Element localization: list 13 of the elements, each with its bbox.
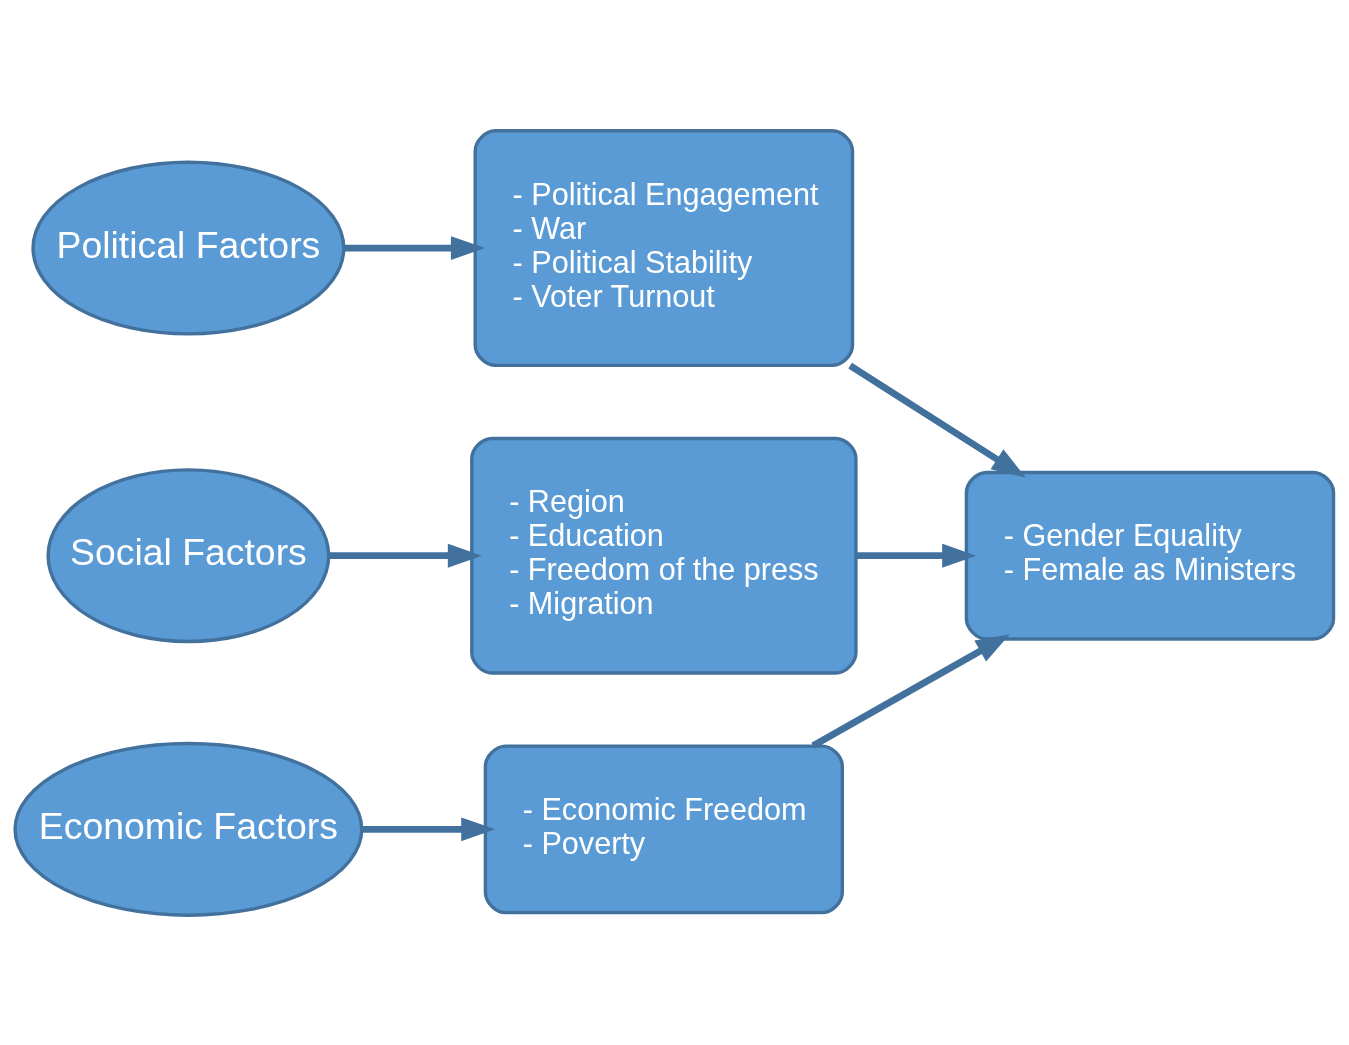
arrow [329, 543, 482, 568]
arrow [848, 362, 1026, 478]
arrow [856, 543, 977, 568]
arrow [811, 633, 1010, 749]
node-box: - Region - Education - Freedom of the press - Migration [470, 436, 858, 675]
node-ellipse: Political Factors [31, 160, 346, 336]
arrow [344, 235, 485, 260]
node-ellipse: Economic Factors [13, 741, 364, 917]
node-box: - Gender Equality - Female as Ministers [964, 470, 1336, 641]
arrow [361, 816, 496, 841]
node-box: - Economic Freedom - Poverty [483, 743, 845, 914]
node-ellipse: Social Factors [46, 467, 331, 643]
node-box: - Political Engagement - War - Political Stability - Voter Turnout [473, 128, 855, 367]
